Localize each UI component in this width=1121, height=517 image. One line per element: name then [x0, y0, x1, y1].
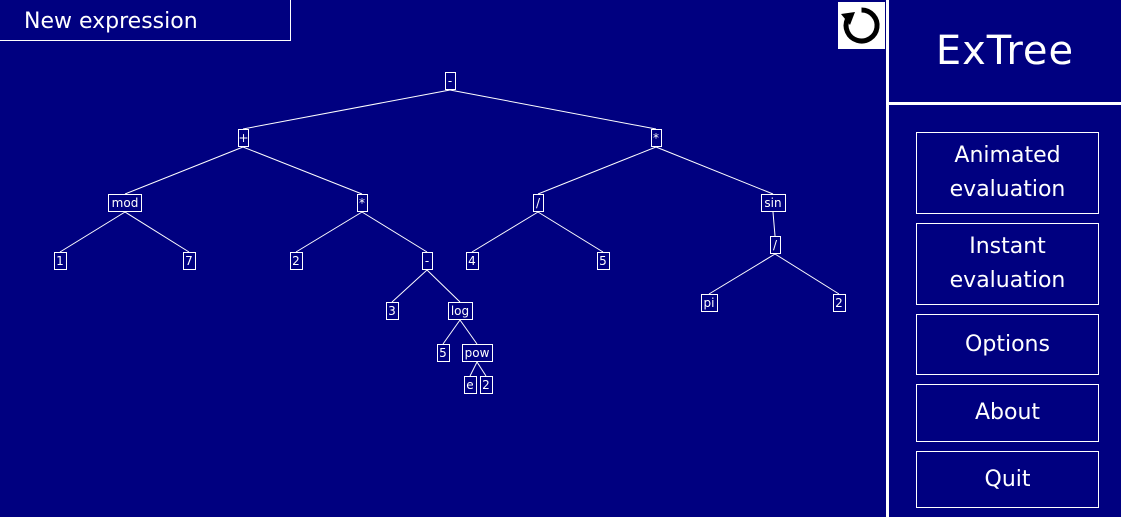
tree-node: 5: [596, 252, 610, 270]
tree-node: -: [444, 72, 456, 90]
about-label: About: [974, 400, 1041, 425]
tree-node: 2: [479, 376, 493, 394]
tree-edge: [361, 211, 428, 253]
tree-node: 3: [385, 302, 399, 320]
tree-edge: [442, 319, 461, 345]
tree-node: 5: [436, 344, 450, 362]
tree-node: sin: [760, 194, 786, 212]
tree-edge: [426, 269, 461, 303]
tree-node: *: [650, 129, 662, 147]
quit-button[interactable]: Quit: [916, 451, 1099, 508]
tree-edge: [708, 253, 776, 295]
tree-node: 4: [465, 252, 479, 270]
tree-node: mod: [108, 194, 142, 212]
tree-edge: [459, 319, 478, 345]
tree-edge: [471, 211, 539, 253]
tree-edge: [59, 211, 126, 253]
tree-edge: [774, 253, 840, 295]
tree-node: pi: [700, 294, 718, 312]
tree-edge: [295, 211, 363, 253]
options-button[interactable]: Options: [916, 314, 1099, 375]
instant-evaluation-button[interactable]: Instant evaluation: [916, 223, 1099, 305]
tree-node: *: [356, 194, 368, 212]
animated-evaluation-button[interactable]: Animated evaluation: [916, 132, 1099, 214]
sidebar: ExTree Animated evaluation Instant evalu…: [886, 0, 1121, 517]
animated-evaluation-label-line1: Animated: [954, 143, 1061, 168]
animated-evaluation-label-line2: evaluation: [949, 177, 1066, 202]
tree-edge: [469, 361, 478, 377]
new-expression-button[interactable]: New expression: [0, 0, 291, 41]
tree-edge: [537, 211, 604, 253]
app-title: ExTree: [889, 0, 1121, 105]
tree-node: e: [463, 376, 477, 394]
tree-node: -: [421, 252, 433, 270]
tree-edge: [449, 89, 657, 130]
tree-node: +: [237, 129, 249, 147]
tree-edge: [242, 89, 451, 130]
instant-evaluation-label-line2: evaluation: [949, 268, 1066, 293]
quit-label: Quit: [984, 466, 1031, 492]
tree-edge: [655, 146, 774, 195]
tree-node: 2: [832, 294, 846, 312]
tree-edge: [391, 269, 428, 303]
tree-node: log: [447, 302, 473, 320]
reset-icon: [841, 7, 880, 44]
tree-node: 2: [289, 252, 303, 270]
tree-edge: [124, 146, 244, 195]
tree-edge: [476, 361, 487, 377]
reset-button[interactable]: [838, 2, 885, 49]
tree-node: /: [532, 194, 544, 212]
tree-node: 7: [182, 252, 196, 270]
tree-node: 1: [53, 252, 67, 270]
tree-edge: [772, 211, 776, 237]
tree-node: pow: [461, 344, 493, 362]
tree-edges: [59, 89, 840, 377]
options-label: Options: [965, 331, 1050, 357]
tree-edge: [537, 146, 657, 195]
tree-edge: [242, 146, 363, 195]
about-button[interactable]: About: [916, 384, 1099, 442]
tree-node: /: [769, 236, 781, 254]
instant-evaluation-label-line1: Instant: [969, 234, 1046, 259]
tree-edge: [124, 211, 190, 253]
